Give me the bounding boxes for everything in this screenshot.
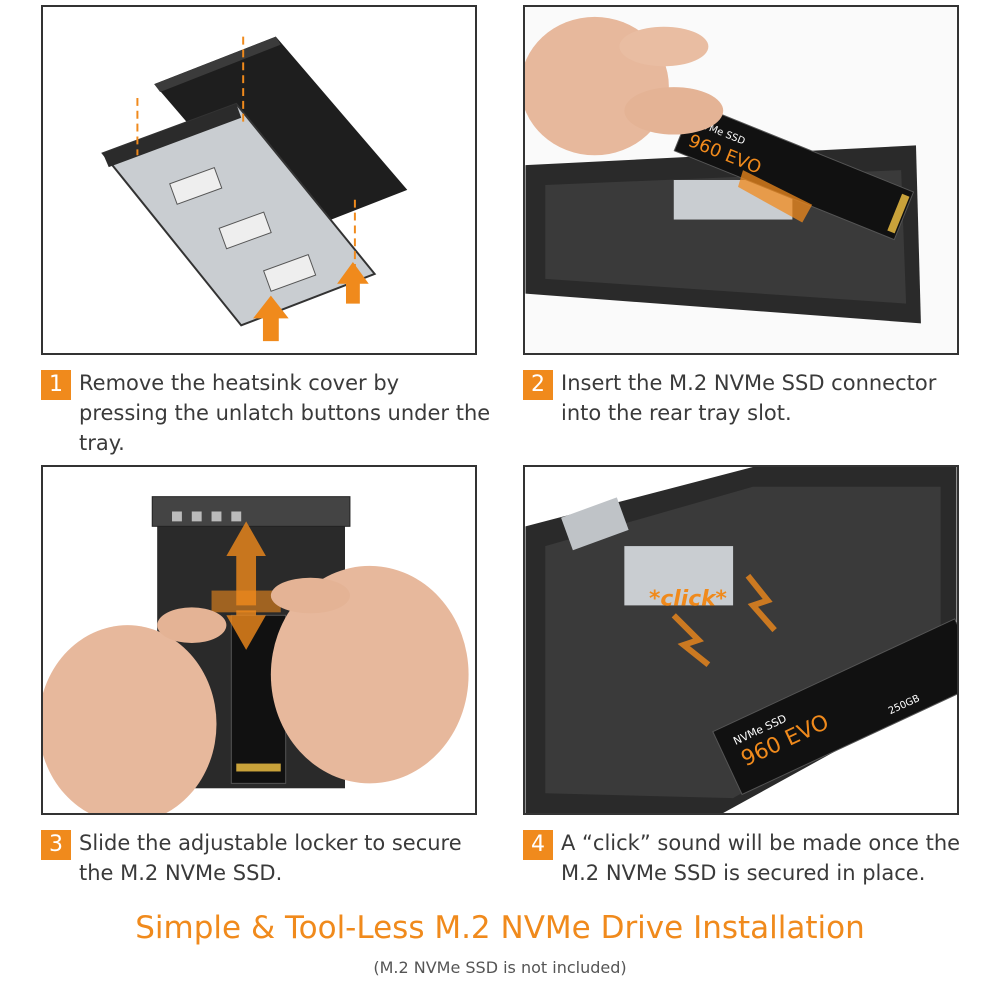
step-3-image [41,465,477,815]
step-number-badge: 2 [523,370,553,400]
footnote: (M.2 NVMe SSD is not included) [373,958,627,977]
step-number-badge: 4 [523,830,553,860]
step-4-image: NVMe SSD 960 EVO 250GB *click* [523,465,959,815]
ssd-insert-illustration: NVMe SSD 960 EVO [525,7,957,353]
up-arrow-icon [337,262,369,304]
locker-slide-illustration [43,496,469,813]
step-2-caption: 2 Insert the M.2 NVMe SSD connector into… [523,368,973,428]
zigzag-icon [745,573,777,633]
zigzag-icon [671,613,711,668]
up-arrow-icon [226,521,266,606]
page-title: Simple & Tool-Less M.2 NVMe Drive Instal… [135,910,865,946]
down-arrow-icon [226,610,266,650]
click-label: *click* [649,586,727,611]
step-1-caption: 1 Remove the heatsink cover by pressing … [41,368,491,458]
step-text: Remove the heatsink cover by pressing th… [79,371,491,455]
step-2-image: NVMe SSD 960 EVO [523,5,959,355]
step-1-image [41,5,477,355]
heatsink-removal-illustration [101,36,408,342]
up-arrow-icon [253,295,289,342]
step-number-badge: 3 [41,830,71,860]
step-3-caption: 3 Slide the adjustable locker to secure … [41,828,491,888]
arrow-icon [738,170,813,223]
step-text: Slide the adjustable locker to secure th… [79,831,462,885]
step-number-badge: 1 [41,370,71,400]
ssd-secured-illustration: NVMe SSD 960 EVO 250GB *click* [525,467,957,813]
step-4-caption: 4 A “click” sound will be made once the … [523,828,973,888]
step-text: A “click” sound will be made once the M.… [561,831,961,885]
step-text: Insert the M.2 NVMe SSD connector into t… [561,371,937,425]
